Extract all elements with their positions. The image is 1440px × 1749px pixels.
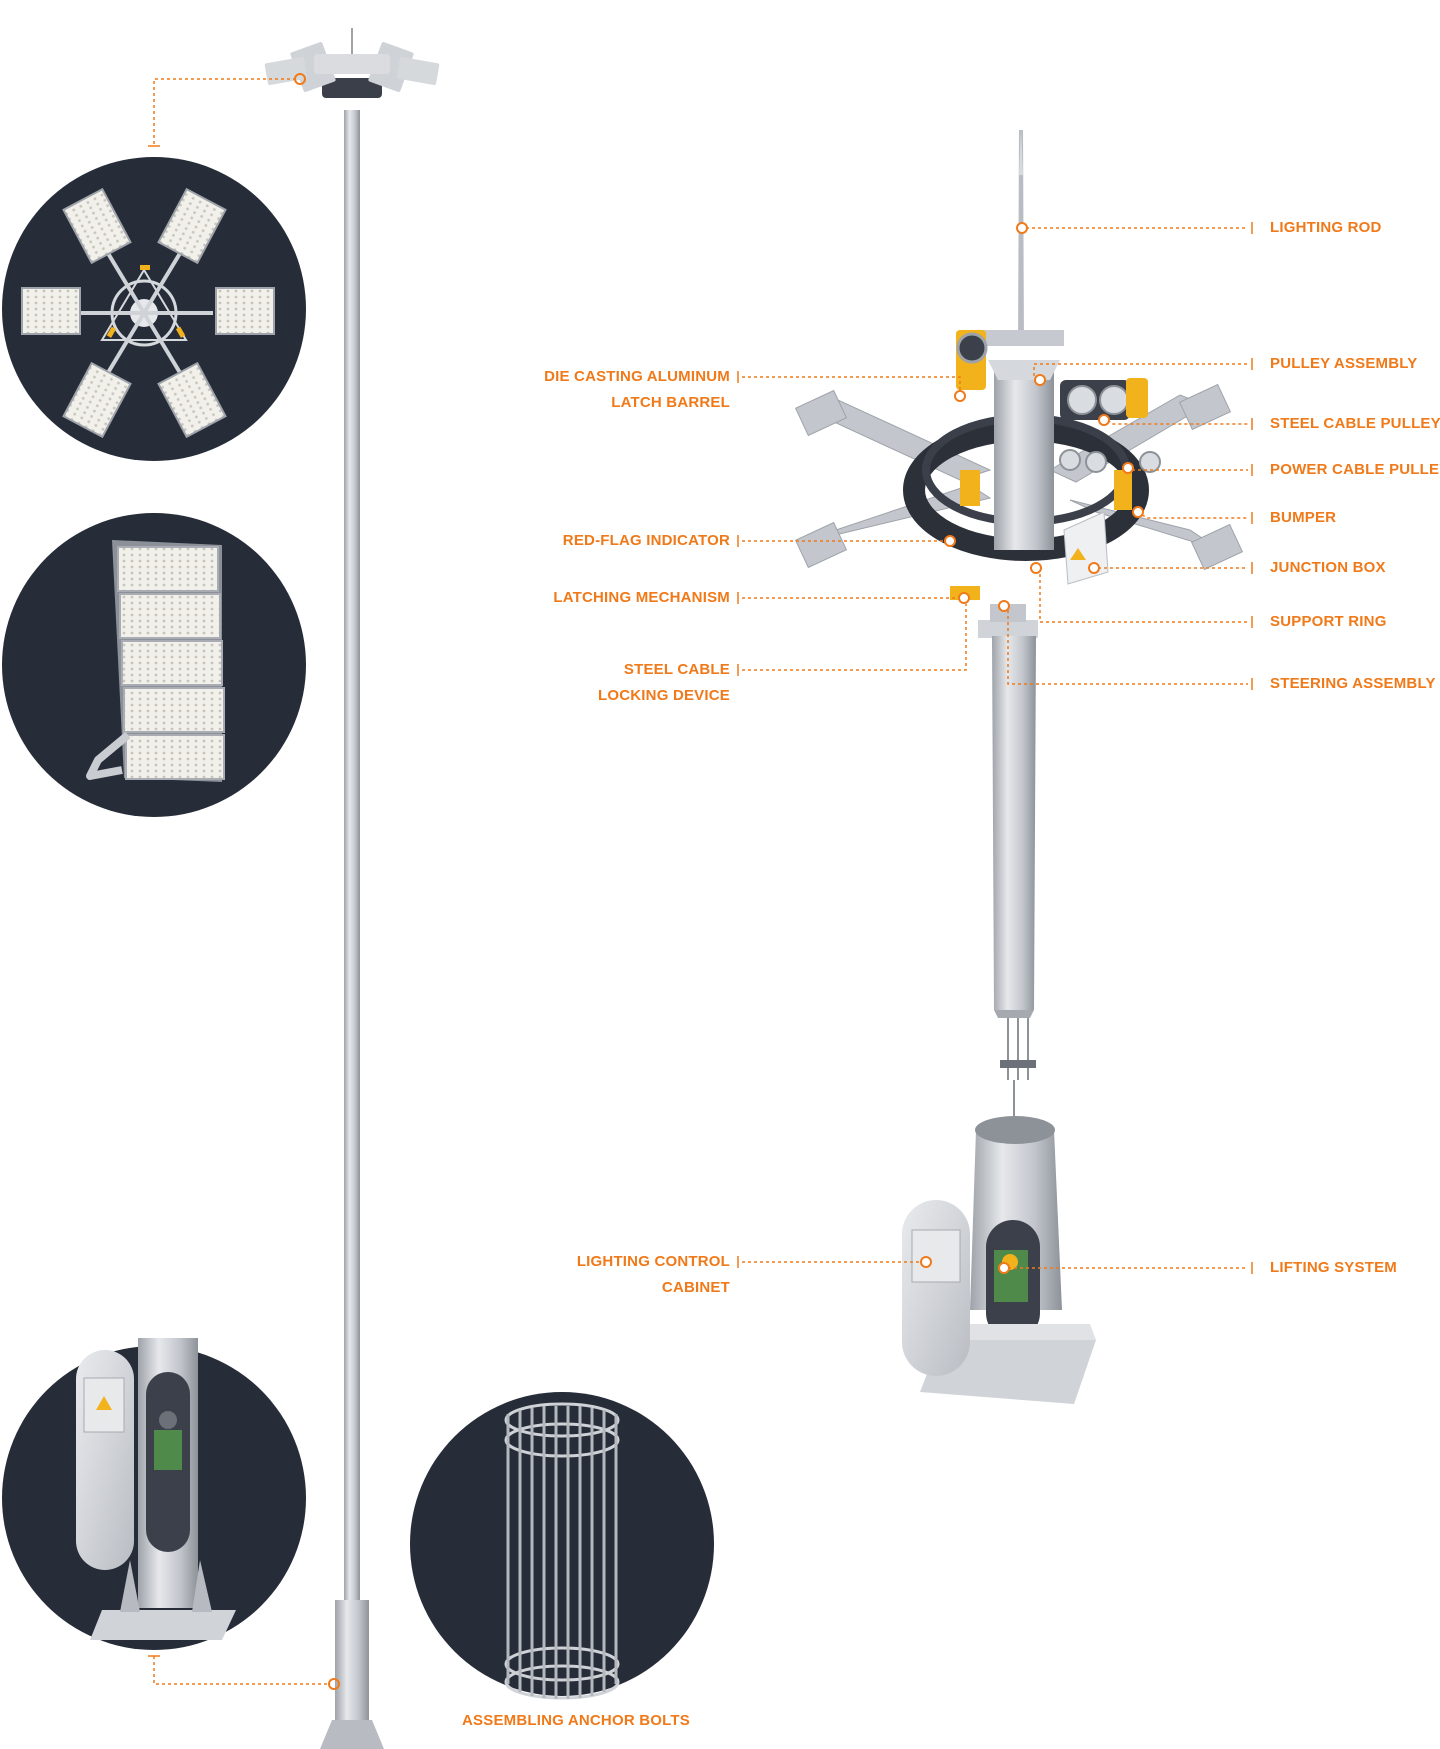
label-latching-mechanism: LATCHING MECHANISM <box>553 589 730 606</box>
junction-box <box>1063 511 1109 585</box>
label-steel-cable-line2: LOCKING DEVICE <box>598 687 730 704</box>
lifting-cables <box>1000 1018 1036 1124</box>
leader-dots <box>920 222 1144 1274</box>
label-red-flag-indicator: RED-FLAG INDICATOR <box>562 532 730 549</box>
leader-terminals <box>737 222 1253 1274</box>
lighting-rod <box>1018 128 1024 345</box>
flood-light-module-icon <box>2 513 306 817</box>
label-lifting-system: LIFTING SYSTEM <box>1270 1259 1397 1276</box>
pole-base <box>920 1116 1096 1404</box>
flood-light-array-icon <box>2 157 306 461</box>
label-anchor-bolts: ASSEMBLING ANCHOR BOLTS <box>462 1712 690 1729</box>
label-lighting-control-line1: LIGHTING CONTROL <box>576 1253 730 1270</box>
leader-lamp-head <box>148 78 296 147</box>
label-steel-cable-pulleys: STEEL CABLE PULLEYS <box>1270 415 1440 432</box>
label-lighting-control-line2: CABINET <box>661 1279 730 1296</box>
label-steel-cable-line1: STEEL CABLE <box>623 661 730 678</box>
warning-triangle-icon <box>96 1396 112 1410</box>
label-steering-assembly: STEERING ASSEMBLY <box>1270 675 1436 692</box>
label-support-ring: SUPPORT RING <box>1270 613 1387 630</box>
pole-base-cabinet-icon <box>2 1338 306 1650</box>
top-head <box>976 330 1064 550</box>
label-junction-box: JUNCTION BOX <box>1270 559 1386 576</box>
label-power-cable-pulleys: POWER CABLE PULLEYS <box>1270 461 1440 478</box>
label-die-casting-line1: DIE CASTING ALUMINUM <box>544 368 730 385</box>
lighting-control-cabinet <box>902 1200 970 1376</box>
pole-section <box>992 636 1036 1018</box>
leaders-right <box>742 227 1248 1269</box>
label-die-casting-line2: LATCH BARREL <box>611 394 730 411</box>
leader-pole-base <box>148 1655 340 1690</box>
anchor-bolt-cage-icon <box>410 1392 714 1700</box>
left-pole <box>320 28 384 1749</box>
label-bumper: BUMPER <box>1270 509 1337 526</box>
label-lighting-rod: LIGHTING ROD <box>1270 219 1382 236</box>
label-pulley-assembly: PULLEY ASSEMBLY <box>1270 355 1418 372</box>
